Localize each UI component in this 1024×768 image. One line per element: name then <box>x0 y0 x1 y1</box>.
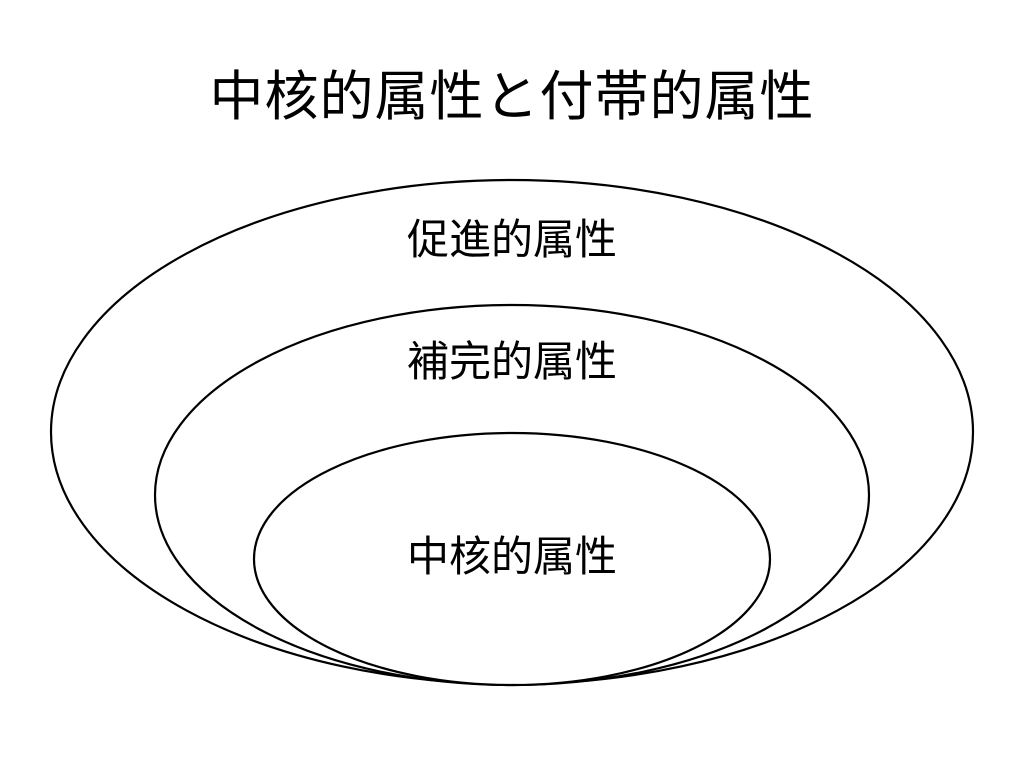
inner-layer-label: 中核的属性 <box>406 532 617 581</box>
inner-layer-ellipse <box>252 431 772 687</box>
middle-layer-label: 補完的属性 <box>406 337 617 386</box>
outer-layer-label: 促進的属性 <box>406 215 617 264</box>
slide-title: 中核的属性と付帯的属性 <box>209 65 815 128</box>
